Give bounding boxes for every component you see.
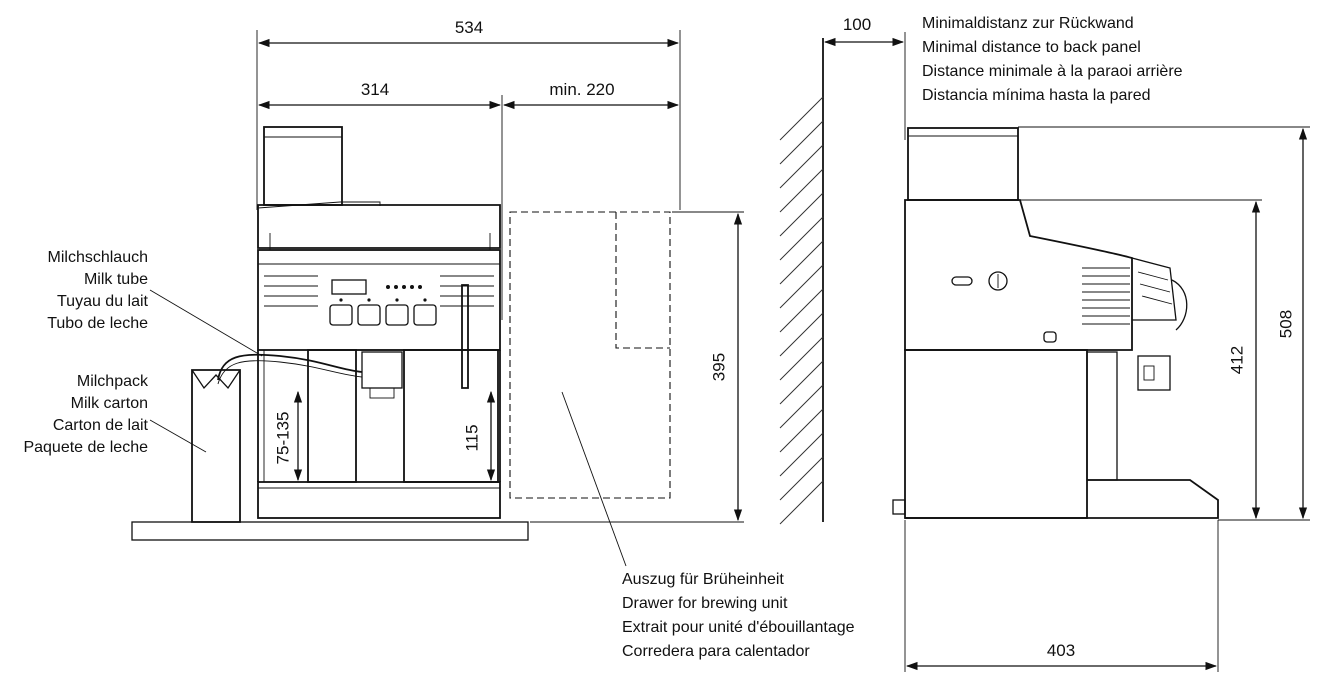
milk-tube-label-de: Milchschlauch	[48, 249, 148, 266]
side-view-machine	[892, 127, 1219, 519]
milk-carton-label-de: Milchpack	[77, 373, 149, 390]
milk-tube	[217, 353, 363, 385]
dimension-spout-height-label: 115	[462, 424, 481, 451]
dimension-depth-label: 403	[1047, 641, 1075, 660]
dimension-depth: 403	[904, 520, 1219, 672]
dimension-side-clearance-label: min. 220	[549, 80, 614, 99]
milk-carton-label-es: Paquete de leche	[23, 439, 148, 456]
brewing-unit-drawer-outline	[509, 211, 671, 499]
dimension-drawer-height: 395	[530, 211, 744, 523]
wall-distance-label-en: Minimal distance to back panel	[922, 39, 1141, 56]
front-view-machine	[131, 126, 529, 541]
brewing-drawer-label-en: Drawer for brewing unit	[622, 595, 788, 612]
dimension-machine-width-label: 314	[361, 80, 389, 99]
wall-distance-label-es: Distancia mínima hasta la pared	[922, 87, 1151, 104]
dimension-height-front-label: 412	[1227, 346, 1246, 374]
milk-tube-label: Milchschlauch Milk tube Tuyau du lait Tu…	[47, 249, 148, 332]
brewing-drawer-label-es: Corredera para calentador	[622, 643, 810, 660]
milk-carton-label: Milchpack Milk carton Carton de lait Paq…	[23, 373, 149, 456]
dimension-spout-height: 115	[462, 390, 496, 482]
milk-carton-label-fr: Carton de lait	[53, 417, 149, 434]
dimension-height-front: 412	[1020, 199, 1310, 521]
dimension-side-clearance: min. 220	[502, 80, 680, 110]
dimension-total-width: 534	[256, 18, 681, 210]
wall-distance-label-fr: Distance minimale à la paraoi arrière	[922, 63, 1183, 80]
dimension-machine-width: 314	[257, 80, 503, 320]
milk-carton-leader	[149, 419, 207, 453]
wall-distance-label: Minimaldistanz zur Rückwand Minimal dist…	[922, 15, 1183, 104]
milk-tube-label-en: Milk tube	[84, 271, 148, 288]
dimension-wall-gap: 100	[823, 15, 906, 140]
dimension-wall-gap-label: 100	[843, 15, 871, 34]
brewing-drawer-label: Auszug für Brüheinheit Drawer for brewin…	[622, 571, 855, 660]
dimension-cup-height-label: 75-135	[273, 412, 292, 465]
milk-carton-label-en: Milk carton	[71, 395, 148, 412]
dimension-total-width-label: 534	[455, 18, 483, 37]
dimension-height-total-label: 508	[1276, 310, 1295, 338]
back-wall	[779, 38, 824, 525]
milk-carton	[191, 369, 241, 523]
milk-tube-leader	[149, 289, 263, 357]
dimension-cup-height: 75-135	[273, 390, 303, 482]
dimension-drawer-height-label: 395	[709, 353, 728, 381]
brewing-drawer-label-fr: Extrait pour unité d'ébouillantage	[622, 619, 855, 636]
dimension-height-total: 508	[1018, 126, 1310, 520]
milk-tube-label-es: Tubo de leche	[47, 315, 148, 332]
wall-distance-label-de: Minimaldistanz zur Rückwand	[922, 15, 1134, 32]
brewing-drawer-leader	[561, 391, 627, 567]
brewing-drawer-label-de: Auszug für Brüheinheit	[622, 571, 784, 588]
milk-tube-label-fr: Tuyau du lait	[57, 293, 149, 310]
